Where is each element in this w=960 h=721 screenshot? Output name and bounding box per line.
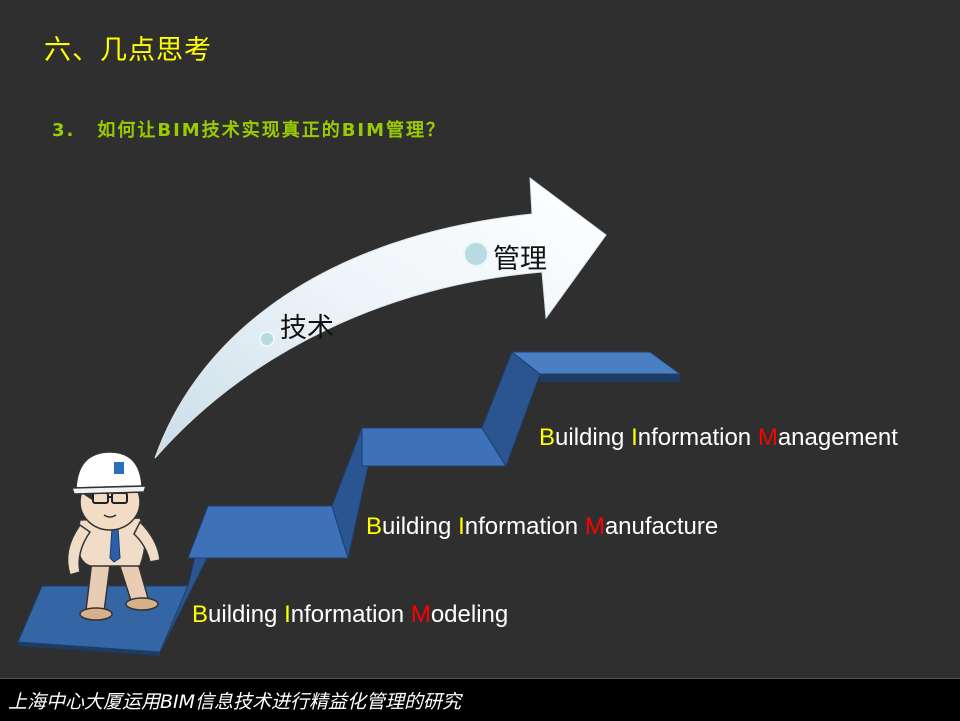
bim-management-line: Building Information Management: [539, 424, 898, 451]
slide-title: 六、几点思考: [44, 35, 212, 66]
bim-modeling-line: Building Information Modeling: [192, 601, 509, 628]
slide-subtitle: 3. 如何让BIM技术实现真正的BIM管理？: [52, 116, 446, 142]
bim-manufacture-line: Building Information Manufacture: [366, 513, 719, 540]
footer-text: 上海中心大厦运用BIM信息技术进行精益化管理的研究: [8, 691, 462, 713]
footer-bar: 上海中心大厦运用BIM信息技术进行精益化管理的研究: [0, 678, 960, 721]
tech-dot: [259, 331, 275, 347]
mgmt-dot: [463, 241, 489, 267]
label-management: 管理: [493, 244, 547, 275]
worker-figure: [66, 451, 161, 621]
subtitle-number: 3.: [52, 120, 76, 141]
subtitle-text: 如何让BIM技术实现真正的BIM管理？: [97, 120, 447, 141]
label-tech: 技术: [280, 313, 334, 344]
growth-arrow: [154, 176, 607, 459]
